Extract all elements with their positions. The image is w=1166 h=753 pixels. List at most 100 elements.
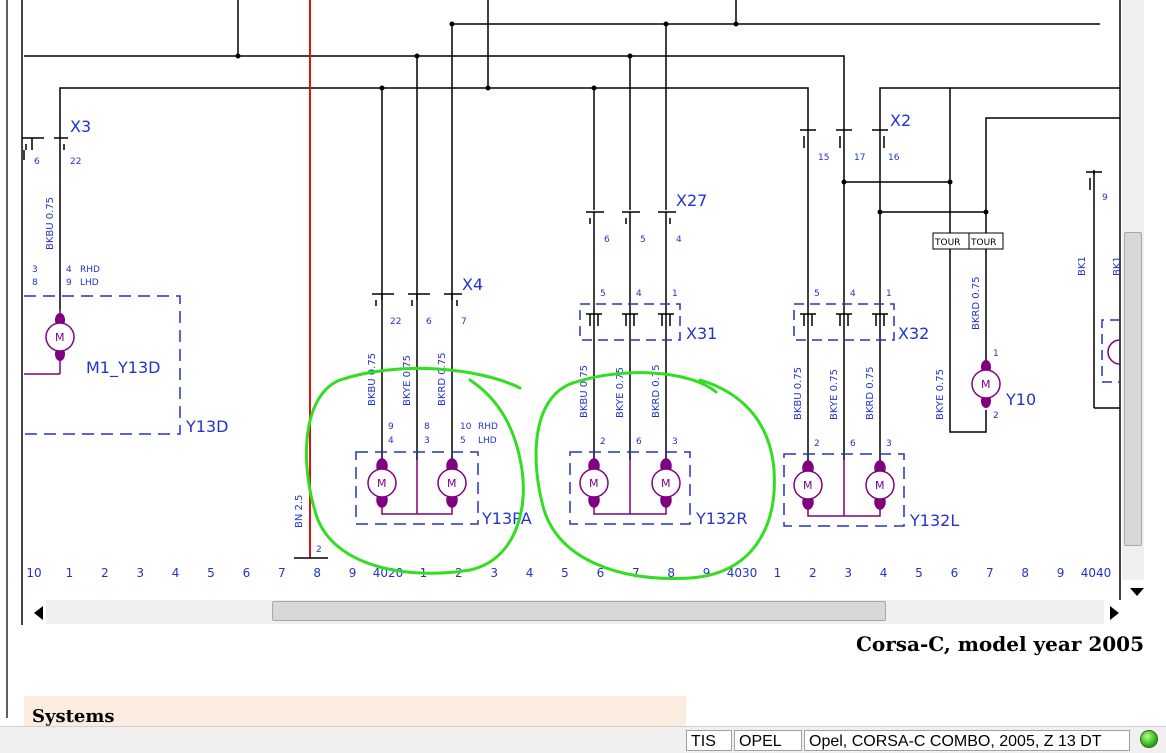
y13pa-motors	[367, 458, 467, 515]
svg-text:BKYE 0.75: BKYE 0.75	[402, 355, 413, 406]
svg-text:BKRD 0.75: BKRD 0.75	[865, 366, 876, 420]
scroll-right-button[interactable]	[1104, 600, 1126, 624]
svg-text:4: 4	[388, 436, 394, 446]
x2-label: X2	[890, 111, 911, 130]
svg-text:3: 3	[672, 437, 678, 447]
x31-label: X31	[686, 324, 717, 343]
svg-text:1: 1	[672, 289, 678, 299]
x32-box	[793, 303, 895, 341]
svg-text:RHD: RHD	[478, 422, 498, 432]
svg-text:BKRD 0.75: BKRD 0.75	[971, 276, 982, 330]
y10-motor	[971, 360, 1001, 408]
status-bar: TIS OPEL Opel, CORSA-C COMBO, 2005, Z 13…	[0, 726, 1166, 753]
svg-text:4: 4	[636, 289, 642, 299]
svg-text:6: 6	[636, 437, 642, 447]
ruler-mark: 7	[986, 566, 994, 580]
x31-pins	[586, 313, 674, 326]
svg-text:9: 9	[388, 422, 394, 432]
connector-x27	[586, 211, 676, 460]
svg-text:BK1: BK1	[1077, 256, 1088, 276]
ruler-mark: 2	[809, 566, 817, 580]
horizontal-scroll-thumb[interactable]	[272, 601, 886, 621]
x32-pins	[800, 313, 888, 326]
svg-text:1: 1	[993, 349, 999, 359]
y13pa-label: Y13PA	[481, 509, 532, 528]
svg-text:6: 6	[34, 157, 40, 167]
ruler-mark: 5	[561, 566, 569, 580]
ruler-mark: 4	[880, 566, 888, 580]
svg-text:TOUR: TOUR	[934, 238, 960, 248]
svg-text:5: 5	[600, 289, 606, 299]
systems-title: Systems	[32, 706, 115, 727]
systems-panel: Systems	[24, 696, 686, 728]
x3-label: X3	[70, 117, 91, 136]
svg-text:5: 5	[640, 235, 646, 245]
scroll-left-button[interactable]	[26, 600, 46, 624]
svg-text:BKBU 0.75: BKBU 0.75	[793, 367, 804, 420]
svg-text:6: 6	[604, 235, 610, 245]
svg-text:4: 4	[66, 265, 72, 275]
svg-text:BKYE 0.75: BKYE 0.75	[615, 367, 626, 418]
highlight-marks	[305, 366, 776, 580]
m1-motor: M	[24, 310, 75, 375]
svg-text:2: 2	[600, 437, 606, 447]
ruler-mark: 10	[26, 566, 41, 580]
svg-text:BN 2.5: BN 2.5	[294, 495, 305, 528]
y132r-box	[569, 451, 691, 525]
svg-text:4: 4	[676, 235, 682, 245]
svg-text:BKBU 0.75: BKBU 0.75	[579, 365, 590, 418]
svg-text:LHD: LHD	[80, 278, 99, 288]
tour-tags	[932, 232, 1004, 250]
svg-text:6: 6	[850, 439, 856, 449]
schematic-viewer[interactable]: X3 6 22 BKBU 0.75 3 4 RHD 8 9 LHD M M1_Y…	[0, 0, 1166, 625]
ruler-mark: 2	[101, 566, 109, 580]
arrow-right-icon	[1110, 606, 1119, 620]
svg-text:3: 3	[424, 436, 430, 446]
svg-text:2: 2	[814, 439, 820, 449]
ruler-mark: 8	[667, 566, 675, 580]
svg-text:5: 5	[814, 289, 820, 299]
scroll-down-button[interactable]	[1122, 580, 1158, 602]
connector-x3	[22, 137, 68, 310]
y10-label: Y10	[1005, 390, 1036, 409]
svg-text:BKBU 0.75: BKBU 0.75	[45, 197, 56, 250]
ruler-mark: 8	[313, 566, 321, 580]
ruler-mark: 1	[774, 566, 782, 580]
arrow-left-icon	[34, 606, 43, 620]
svg-text:M: M	[589, 477, 599, 490]
ruler-mark: 3	[844, 566, 852, 580]
ruler-mark: 5	[915, 566, 923, 580]
ruler-mark: 4030	[727, 566, 758, 580]
svg-text:8: 8	[32, 278, 38, 288]
svg-text:1: 1	[886, 289, 892, 299]
ruler-mark: 5	[207, 566, 215, 580]
svg-text:3: 3	[32, 265, 38, 275]
bus-wires	[24, 0, 1120, 433]
svg-text:BKBU 0.75: BKBU 0.75	[367, 353, 378, 406]
svg-text:TOUR: TOUR	[970, 238, 996, 248]
arrow-down-icon	[1130, 588, 1144, 596]
svg-text:7: 7	[461, 317, 467, 327]
svg-text:BK1: BK1	[1112, 256, 1123, 276]
m1-y13d-box	[24, 295, 181, 435]
svg-text:M: M	[447, 477, 457, 490]
status-make: OPEL	[734, 730, 802, 751]
y132l-label: Y132L	[909, 511, 959, 530]
svg-text:BKRD 0.75: BKRD 0.75	[651, 364, 662, 418]
svg-text:LHD: LHD	[478, 436, 497, 446]
svg-text:BKYE 0.75: BKYE 0.75	[829, 369, 840, 420]
svg-text:22: 22	[70, 157, 81, 167]
svg-text:M: M	[55, 331, 65, 344]
y132r-label: Y132R	[695, 509, 747, 528]
svg-text:M: M	[661, 477, 671, 490]
ruler-mark: 7	[632, 566, 640, 580]
ruler-mark: 1	[66, 566, 74, 580]
vertical-scroll-thumb[interactable]	[1124, 232, 1142, 546]
status-vehicle: Opel, CORSA-C COMBO, 2005, Z 13 DT	[804, 730, 1130, 751]
svg-text:8: 8	[424, 422, 430, 432]
svg-text:17: 17	[854, 153, 865, 163]
svg-text:M: M	[875, 479, 885, 492]
ruler-mark: 4	[526, 566, 534, 580]
panel-divider	[6, 0, 8, 718]
